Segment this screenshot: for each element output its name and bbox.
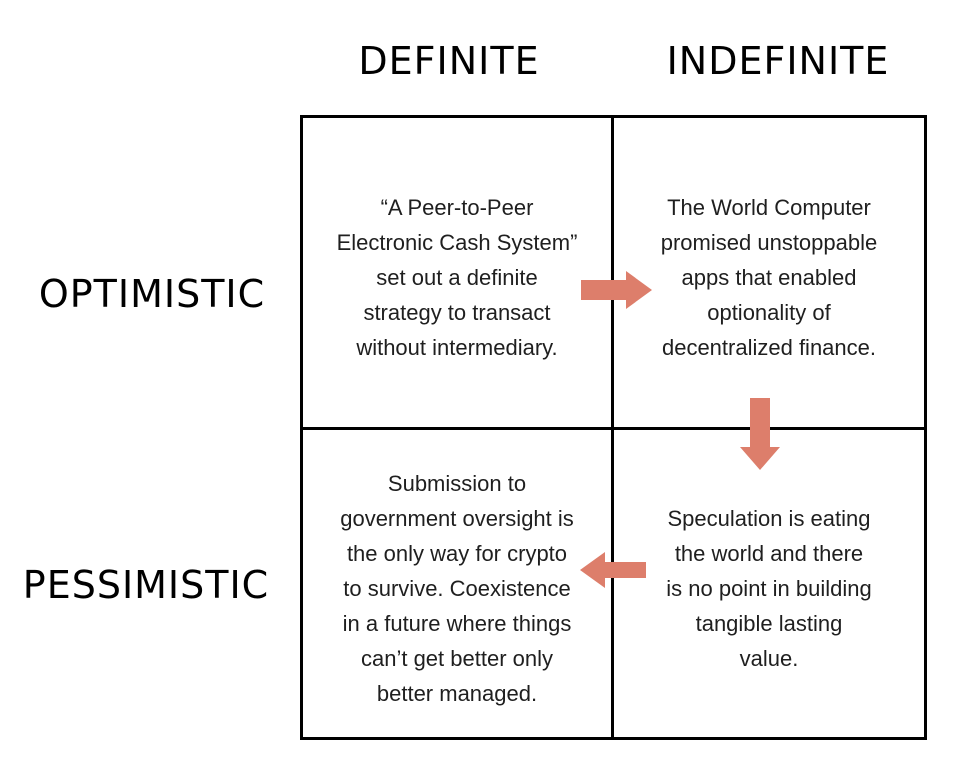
row-header-pessimistic: PESSIMISTIC — [22, 563, 270, 607]
cell-indefinite-optimistic: The World Computer promised unstoppable … — [614, 118, 924, 427]
cell-definite-pessimistic-text: Submission to government oversight is th… — [340, 471, 574, 706]
arrow-right-icon — [581, 271, 652, 309]
cell-indefinite-optimistic-text: The World Computer promised unstoppable … — [660, 195, 878, 360]
row-header-optimistic: OPTIMISTIC — [38, 272, 266, 316]
column-header-definite: DEFINITE — [358, 39, 540, 83]
cell-indefinite-pessimistic: Speculation is eating the world and ther… — [614, 430, 924, 737]
grid-horizontal-divider — [303, 427, 924, 430]
cell-definite-optimistic-text: “A Peer-to-Peer Electronic Cash System” … — [336, 195, 578, 360]
cell-definite-optimistic: “A Peer-to-Peer Electronic Cash System” … — [303, 118, 611, 427]
matrix-grid: “A Peer-to-Peer Electronic Cash System” … — [300, 115, 927, 740]
arrow-left-icon — [580, 552, 646, 588]
arrow-down-icon — [740, 398, 780, 470]
column-header-indefinite: INDEFINITE — [666, 39, 890, 83]
cell-definite-pessimistic: Submission to government oversight is th… — [303, 430, 611, 737]
cell-indefinite-pessimistic-text: Speculation is eating the world and ther… — [666, 506, 872, 671]
